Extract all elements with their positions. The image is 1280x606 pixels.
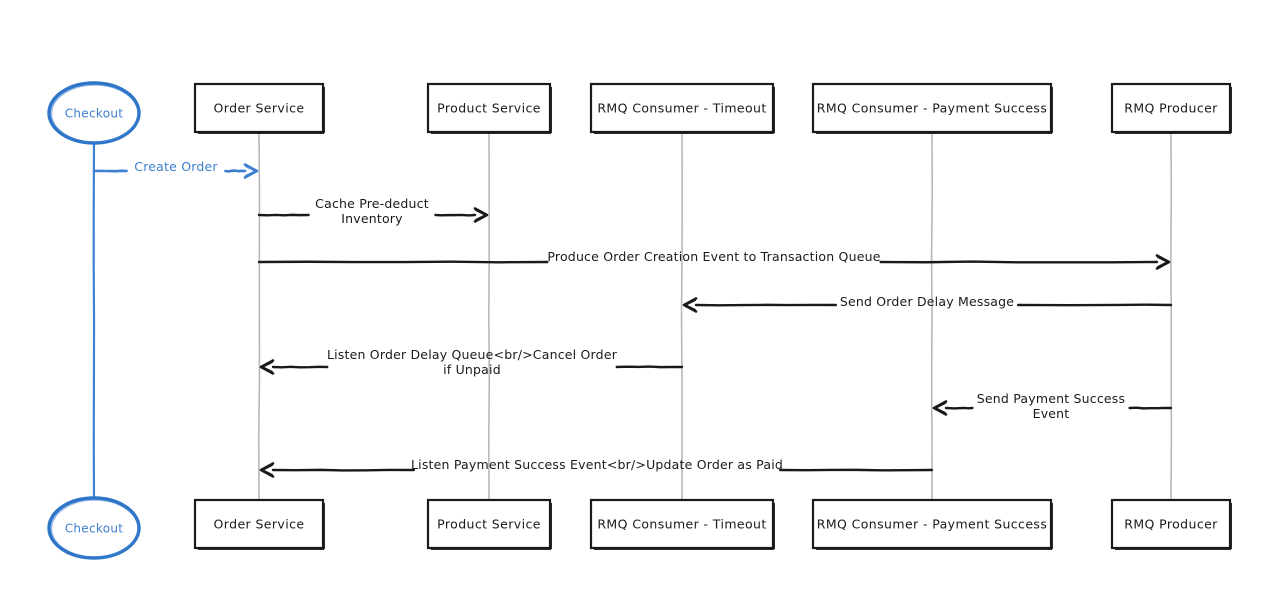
message-label: Listen Order Delay Queue<br/>Cancel Orde… bbox=[327, 347, 618, 377]
msg-send-order-delay-message[interactable]: Send Order Delay Message bbox=[682, 294, 1173, 313]
participant-label: RMQ Producer bbox=[1124, 101, 1218, 116]
participant-label: RMQ Consumer - Payment Success bbox=[817, 517, 1048, 532]
participant-label: Product Service bbox=[437, 101, 541, 116]
participant-checkout-top[interactable]: Checkout bbox=[47, 81, 141, 145]
participant-rmq-consumer-timeout-bottom[interactable]: RMQ Consumer - Timeout bbox=[589, 498, 775, 550]
participant-label: RMQ Consumer - Timeout bbox=[597, 101, 766, 116]
arrowhead bbox=[1156, 255, 1171, 269]
participant-label: RMQ Producer bbox=[1124, 517, 1218, 532]
participant-label: Order Service bbox=[214, 517, 305, 532]
arrowhead bbox=[932, 401, 947, 415]
actors-top-layer: Checkout Order Service Product Service RMQ … bbox=[47, 81, 1232, 145]
participant-product-service-bottom[interactable]: Product Service bbox=[426, 498, 552, 550]
participant-label: Checkout bbox=[65, 107, 124, 121]
arrowhead bbox=[682, 298, 697, 312]
lifeline-rmq-consumer-payment-success bbox=[930, 131, 934, 501]
message-label: Create Order bbox=[134, 159, 218, 174]
arrowhead bbox=[244, 164, 259, 178]
lifeline-product-service bbox=[487, 131, 491, 501]
msg-produce-order-creation-event[interactable]: Produce Order Creation Event to Transact… bbox=[257, 249, 1171, 270]
participant-rmq-consumer-payment-success-top[interactable]: RMQ Consumer - Payment Success bbox=[811, 82, 1053, 134]
participant-order-service-top[interactable]: Order Service bbox=[193, 82, 325, 134]
participant-rmq-producer-bottom[interactable]: RMQ Producer bbox=[1110, 498, 1232, 550]
participant-order-service-bottom[interactable]: Order Service bbox=[193, 498, 325, 550]
participant-label: Order Service bbox=[214, 101, 305, 116]
message-label: Listen Payment Success Event<br/>Update … bbox=[411, 457, 783, 472]
participant-checkout-bottom[interactable]: Checkout bbox=[47, 496, 141, 560]
lifeline-rmq-consumer-timeout bbox=[680, 131, 683, 501]
participant-rmq-consumer-payment-success-bottom[interactable]: RMQ Consumer - Payment Success bbox=[811, 498, 1053, 550]
participant-rmq-producer-top[interactable]: RMQ Producer bbox=[1110, 82, 1232, 134]
participant-label: RMQ Consumer - Payment Success bbox=[817, 101, 1048, 116]
actors-bottom-layer: Checkout Order Service Product Service RMQ … bbox=[47, 496, 1232, 560]
msg-listen-order-delay-queue[interactable]: Listen Order Delay Queue<br/>Cancel Orde… bbox=[259, 347, 684, 377]
message-label: Send Order Delay Message bbox=[840, 294, 1014, 309]
participant-label: Product Service bbox=[437, 517, 541, 532]
participant-rmq-consumer-timeout-top[interactable]: RMQ Consumer - Timeout bbox=[589, 82, 775, 134]
lifeline-order-service bbox=[257, 131, 261, 501]
lifelines-layer bbox=[92, 131, 1173, 501]
arrowhead bbox=[259, 360, 274, 374]
message-label: Produce Order Creation Event to Transact… bbox=[547, 249, 880, 264]
participant-label: Checkout bbox=[65, 522, 124, 536]
msg-create-order[interactable]: Create Order bbox=[92, 159, 259, 179]
msg-listen-payment-success-event[interactable]: Listen Payment Success Event<br/>Update … bbox=[259, 457, 934, 478]
arrowhead bbox=[259, 463, 274, 477]
participant-product-service-top[interactable]: Product Service bbox=[426, 82, 552, 134]
participant-label: RMQ Consumer - Timeout bbox=[597, 517, 766, 532]
arrowhead bbox=[474, 208, 489, 222]
